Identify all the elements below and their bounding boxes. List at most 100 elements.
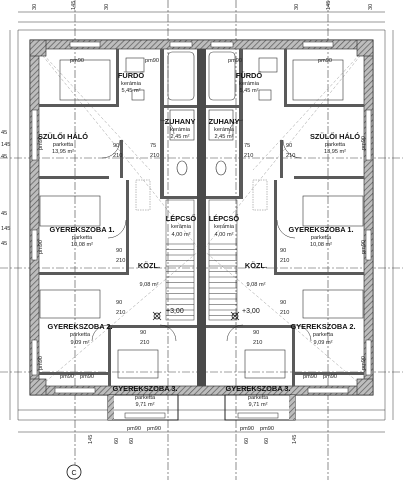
svg-text:30: 30 xyxy=(368,4,374,10)
room-name: KÖZL. xyxy=(138,261,160,270)
room-gyerek2-right: GYEREKSZOBA 2. parketta 9,09 m² xyxy=(290,322,355,346)
room-name: SZÜLŐI HÁLÓ xyxy=(38,132,88,141)
svg-text:210: 210 xyxy=(116,310,125,316)
svg-text:45: 45 xyxy=(1,241,7,247)
room-lepcso-right: LÉPCSŐ kerámia 4,00 m² xyxy=(209,214,240,238)
svg-text:145: 145 xyxy=(1,226,10,232)
room-zuhany-right: ZUHANY kerámia 2,45 m² xyxy=(209,117,240,140)
window-label: pm90 xyxy=(38,240,44,254)
room-material: parketta xyxy=(70,332,91,338)
svg-text:210: 210 xyxy=(116,258,125,264)
window-label: pm90 xyxy=(145,58,159,64)
svg-text:60: 60 xyxy=(114,438,120,444)
room-lepcso-left: LÉPCSŐ kerámia 4,00 m² xyxy=(166,214,197,238)
window-label: pm90 xyxy=(361,136,367,150)
room-material: kerámia xyxy=(239,81,260,87)
room-labels: FÜRDŐ kerámia 5,45 m² FÜRDŐ kerámia 5,45… xyxy=(38,71,360,408)
room-name: GYEREKSZOBA 2. xyxy=(47,322,112,331)
room-area: 2,45 m² xyxy=(215,134,234,140)
window-label: pm90 xyxy=(70,58,84,64)
room-area: 5,45 m² xyxy=(122,88,141,94)
svg-text:90: 90 xyxy=(280,248,286,254)
room-gyerek1-right: GYEREKSZOBA 1. parketta 10,08 m² xyxy=(288,225,353,248)
roof-lines xyxy=(29,39,374,396)
svg-text:145: 145 xyxy=(1,142,10,148)
svg-text:90: 90 xyxy=(116,300,122,306)
svg-text:210: 210 xyxy=(140,340,149,346)
room-area: 9,09 m² xyxy=(314,340,333,346)
room-material: parketta xyxy=(313,332,334,338)
svg-text:45: 45 xyxy=(1,211,7,217)
window-label: pm90 xyxy=(228,58,242,64)
window-label: pm90 xyxy=(303,374,317,380)
window-label: pm90 xyxy=(127,426,141,432)
room-area: 4,00 m² xyxy=(215,232,234,238)
room-name: LÉPCSŐ xyxy=(166,214,197,223)
room-area: 9,71 m² xyxy=(136,402,155,408)
room-kozl-right: KÖZL. 9,08 m² xyxy=(245,261,267,288)
level-marker-left xyxy=(152,311,162,321)
svg-text:45: 45 xyxy=(1,154,7,160)
room-area: 13,95 m² xyxy=(52,149,74,155)
window-labels: pm90 pm90 pm90 pm90 pm90 pm90 pm90 pm90 … xyxy=(38,58,367,432)
svg-text:210: 210 xyxy=(253,340,262,346)
room-material: parketta xyxy=(248,395,269,401)
room-name: ZUHANY xyxy=(165,117,196,126)
room-gyerek3-right: GYEREKSZOBA 3. parketta 9,71 m² xyxy=(225,384,290,408)
svg-text:210: 210 xyxy=(113,153,122,159)
room-material: kerámia xyxy=(170,127,191,133)
window-label: pm90 xyxy=(361,356,367,370)
room-gyerek2-left: GYEREKSZOBA 2. parketta 9,09 m² xyxy=(47,322,112,346)
svg-text:210: 210 xyxy=(244,153,253,159)
room-furdo-right: FÜRDŐ kerámia 5,45 m² xyxy=(236,71,263,94)
room-szuloi-left: SZÜLŐI HÁLÓ parketta 13,95 m² xyxy=(38,132,88,155)
svg-text:90: 90 xyxy=(113,143,119,149)
room-szuloi-right: SZÜLŐI HÁLÓ parketta 13,95 m² xyxy=(310,132,360,155)
room-area: 13,95 m² xyxy=(324,149,346,155)
room-area: 10,08 m² xyxy=(71,242,93,248)
window-label: pm90 xyxy=(323,374,337,380)
grid-marker-c: C xyxy=(66,464,82,480)
room-material: parketta xyxy=(311,235,332,241)
svg-text:90: 90 xyxy=(253,330,259,336)
beds xyxy=(39,59,364,379)
room-name: LÉPCSŐ xyxy=(209,214,240,223)
staircases xyxy=(165,199,238,321)
svg-text:30: 30 xyxy=(32,4,38,10)
dimension-lines xyxy=(9,11,394,433)
window-label: pm90 xyxy=(38,356,44,370)
outer-walls xyxy=(29,39,374,421)
svg-text:60: 60 xyxy=(129,438,135,444)
room-material: parketta xyxy=(72,235,93,241)
window-label: pm90 xyxy=(361,240,367,254)
room-material: parketta xyxy=(135,395,156,401)
svg-text:30: 30 xyxy=(104,4,110,10)
room-name: FÜRDŐ xyxy=(118,71,145,80)
window-label: pm90 xyxy=(318,58,332,64)
level-label-right: +3,00 xyxy=(242,308,260,315)
svg-text:90: 90 xyxy=(116,248,122,254)
svg-text:90: 90 xyxy=(286,143,292,149)
room-name: GYEREKSZOBA 3. xyxy=(112,384,177,393)
room-kozl-left: KÖZL. 9,08 m² xyxy=(138,261,160,288)
bath-fixtures xyxy=(125,51,278,176)
room-material: kerámia xyxy=(121,81,142,87)
room-name: GYEREKSZOBA 1. xyxy=(288,225,353,234)
windows xyxy=(31,41,372,419)
svg-text:60: 60 xyxy=(264,438,270,444)
interior-walls xyxy=(39,49,364,386)
window-label: pm90 xyxy=(38,136,44,150)
room-name: SZÜLŐI HÁLÓ xyxy=(310,132,360,141)
door-dimensions: 90 210 90 210 75 210 75 210 90 210 90 21… xyxy=(113,143,295,346)
room-area: 9,08 m² xyxy=(140,282,159,288)
window-label: pm90 xyxy=(80,374,94,380)
svg-text:90: 90 xyxy=(280,300,286,306)
room-gyerek1-left: GYEREKSZOBA 1. parketta 10,08 m² xyxy=(49,225,114,248)
room-area: 4,00 m² xyxy=(172,232,191,238)
room-gyerek3-left: GYEREKSZOBA 3. parketta 9,71 m² xyxy=(112,384,177,408)
window-label: pm90 xyxy=(147,426,161,432)
room-material: parketta xyxy=(325,142,346,148)
room-area: 9,09 m² xyxy=(71,340,90,346)
room-area: 5,45 m² xyxy=(240,88,259,94)
